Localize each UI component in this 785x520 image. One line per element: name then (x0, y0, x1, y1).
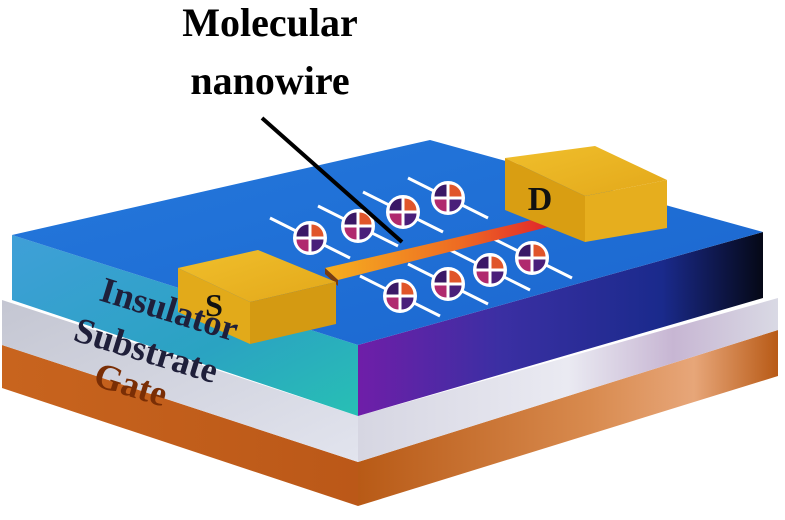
drain-electrode: D (505, 146, 667, 242)
molecule-6 (407, 262, 489, 306)
drain-label: D (528, 181, 553, 218)
molecule-3 (362, 190, 444, 234)
molecule-7 (449, 248, 531, 292)
molecule-5 (359, 274, 441, 318)
molecule-1 (269, 216, 351, 260)
substrate-layer (2, 298, 778, 462)
molecule-4 (407, 176, 489, 220)
nanowire-pointer-line (260, 116, 404, 244)
molecule-8 (491, 236, 573, 280)
gate-layer (2, 330, 778, 506)
molecule-2 (317, 204, 399, 248)
title-line-2: nanowire (190, 58, 349, 103)
title-line-1: Molecular (182, 0, 358, 45)
source-electrode: S (178, 250, 336, 344)
source-label: S (205, 287, 223, 323)
molecule-group (269, 176, 573, 318)
